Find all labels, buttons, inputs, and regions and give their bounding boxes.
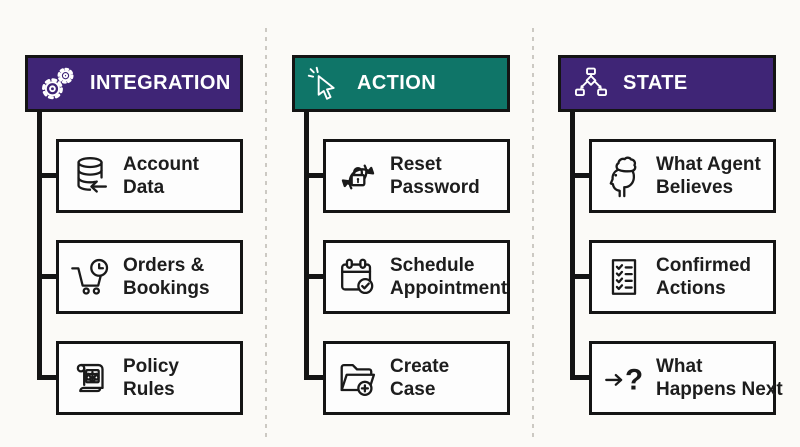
action-title: ACTION — [357, 72, 437, 94]
node-label: Schedule Appointment — [390, 254, 508, 299]
connector-stub — [307, 375, 324, 380]
node-orders-bookings: Orders & Bookings — [56, 240, 243, 314]
node-label: What Happens Next — [656, 355, 783, 400]
connector-stub — [573, 274, 590, 279]
node-label: Policy Rules — [123, 355, 179, 400]
node-what-happens-next: ? What Happens Next — [589, 341, 783, 415]
integration-title: INTEGRATION — [90, 72, 231, 94]
connector-line — [304, 110, 309, 380]
node-label: Reset Password — [390, 153, 480, 198]
connector-line — [37, 110, 42, 380]
node-label: Confirmed Actions — [656, 254, 751, 299]
node-label: What Agent Believes — [656, 153, 761, 198]
arrow-question-icon: ? — [601, 355, 647, 401]
checklist-icon — [601, 254, 647, 300]
state-header: STATE — [558, 55, 776, 112]
node-confirmed-actions: Confirmed Actions — [589, 240, 776, 314]
action-header: ACTION — [292, 55, 510, 112]
column-divider — [265, 28, 267, 442]
folder-plus-icon — [335, 355, 381, 401]
database-arrow-icon — [68, 153, 114, 199]
column-action: ACTION — [292, 0, 542, 447]
node-label: Orders & Bookings — [123, 254, 210, 299]
node-label: Create Case — [390, 355, 450, 400]
integration-header: INTEGRATION — [25, 55, 243, 112]
calendar-check-icon — [335, 254, 381, 300]
connector-stub — [40, 375, 57, 380]
column-integration: INTEGRATION — [25, 0, 275, 447]
node-what-agent-believes: What Agent Believes — [589, 139, 776, 213]
connector-stub — [307, 274, 324, 279]
connector-stub — [573, 173, 590, 178]
flowchart-icon — [572, 65, 610, 103]
svg-text:?: ? — [625, 364, 643, 397]
state-title: STATE — [623, 72, 688, 94]
column-divider — [532, 28, 534, 442]
connector-stub — [573, 375, 590, 380]
lock-refresh-icon — [335, 153, 381, 199]
node-reset-password: Reset Password — [323, 139, 510, 213]
cursor-click-icon — [306, 65, 344, 103]
node-create-case: Create Case — [323, 341, 510, 415]
node-policy-rules: Policy Rules — [56, 341, 243, 415]
connector-stub — [40, 173, 57, 178]
connector-stub — [40, 274, 57, 279]
connector-stub — [307, 173, 324, 178]
connector-line — [570, 110, 575, 380]
policy-scroll-icon — [68, 355, 114, 401]
head-thought-icon — [601, 153, 647, 199]
column-state: STATE What Agent Believes — [558, 0, 800, 447]
cart-clock-icon — [68, 254, 114, 300]
node-account-data: Account Data — [56, 139, 243, 213]
gears-icon — [39, 65, 77, 103]
node-schedule-appointment: Schedule Appointment — [323, 240, 510, 314]
node-label: Account Data — [123, 153, 199, 198]
